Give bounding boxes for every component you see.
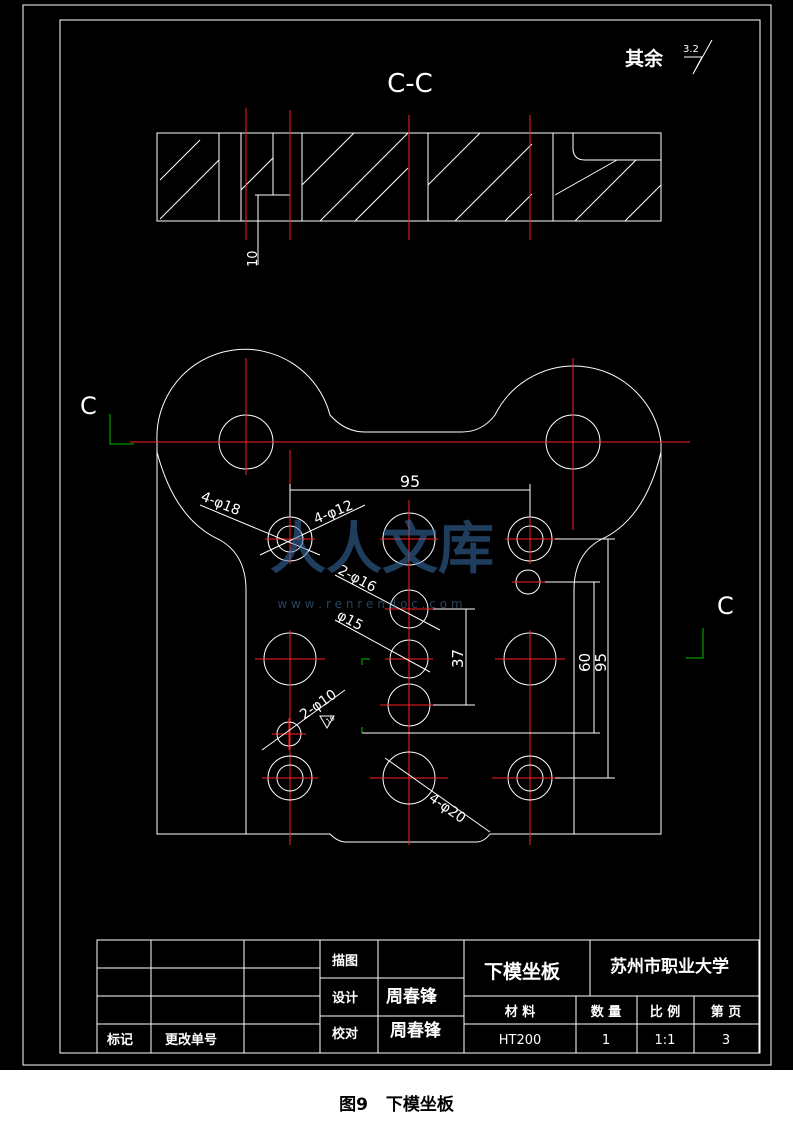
roughness-symbol: [684, 39, 713, 75]
hdr-qty: 数 量: [591, 1004, 622, 1020]
scale-value: 1:1: [655, 1033, 676, 1048]
section-title: C-C: [387, 69, 433, 99]
section-view: 10: [156, 108, 662, 267]
label-drawn: 描图: [332, 953, 358, 969]
dim-16-small: 16: [325, 714, 337, 726]
designer-name: 周春锋: [386, 986, 438, 1007]
school-name: 苏州市职业大学: [610, 956, 729, 977]
dim-95-vertical: 95: [592, 653, 610, 672]
watermark-text: 人人文库: [270, 517, 494, 582]
section-arrow-right: [686, 628, 704, 659]
label-design: 设计: [332, 990, 358, 1006]
roughness-value: 3.2: [683, 44, 699, 55]
figure-caption: 图9 下模坐板: [0, 1090, 793, 1115]
dim-60: 60: [576, 653, 594, 672]
label-check: 校对: [332, 1026, 358, 1042]
hdr-scale: 比 例: [650, 1004, 681, 1020]
title-block: 描图 设计 校对 周春锋 周春锋 标记 更改单号 下模坐板 苏州市职业大学 材 …: [96, 939, 760, 1054]
watermark: 人人文库 w w w . r e n r e n d o c . c o m: [270, 517, 494, 611]
dim-4-phi20: 4-φ20: [426, 790, 469, 827]
label-mark: 标记: [106, 1032, 133, 1048]
roughness-label: 其余: [625, 47, 664, 70]
figure-title: 下模坐板: [385, 1095, 454, 1115]
hdr-material: 材 料: [505, 1004, 536, 1020]
dim-4-phi18: 4-φ18: [199, 489, 243, 519]
section-marker-right: C: [717, 592, 734, 620]
page-value: 3: [722, 1033, 730, 1048]
section-arrow-left: [109, 414, 134, 445]
watermark-url: w w w . r e n r e n d o c . c o m: [277, 597, 462, 611]
cad-svg: 其余 3.2 C-C: [22, 4, 772, 1066]
material-value: HT200: [499, 1033, 542, 1048]
dim-phi15: φ15: [334, 607, 365, 634]
label-change-no: 更改单号: [165, 1032, 217, 1048]
part-name: 下模坐板: [484, 960, 561, 983]
checker-name: 周春锋: [390, 1020, 442, 1041]
dim-37: 37: [449, 649, 467, 668]
figure-number: 图9: [339, 1095, 368, 1115]
cad-drawing: 其余 3.2 C-C: [0, 0, 793, 1070]
hdr-page: 第 页: [711, 1004, 742, 1020]
dim-10: 10: [246, 250, 261, 267]
section-marker-left: C: [80, 392, 97, 420]
outer-frame: [22, 4, 772, 1066]
qty-value: 1: [602, 1033, 610, 1048]
dim-95-horizontal: 95: [400, 472, 420, 491]
